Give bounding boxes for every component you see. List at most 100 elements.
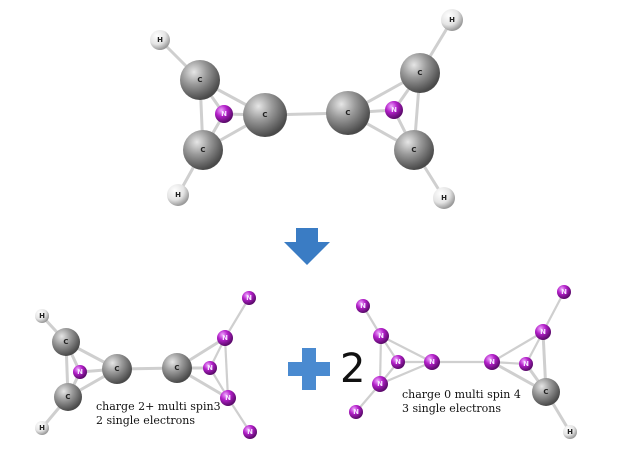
product1-carbon-sphere (52, 328, 80, 356)
product2-nitrogen-atom: N (519, 357, 533, 371)
product1-carbon-label: C (174, 364, 179, 372)
product1-hydrogen-sphere (35, 421, 49, 435)
reactant-hydrogen-sphere (167, 184, 189, 206)
reactant-carbon-sphere (394, 130, 434, 170)
product1-nitrogen-atom: N (242, 291, 256, 305)
reactant-carbon-atom: C (326, 91, 370, 135)
product2-hydrogen-label: H (567, 428, 573, 436)
product2-nitrogen-sphere (424, 354, 440, 370)
product1-carbon-atom: C (162, 353, 192, 383)
product1-carbon-atom: C (54, 383, 82, 411)
product2-nitrogen-label: N (561, 288, 567, 296)
product1-nitrogen-sphere (203, 361, 217, 375)
stoichiometric-coefficient: 2 (340, 346, 365, 392)
product2-nitrogen-atom: N (424, 354, 440, 370)
product2-nitrogen-sphere (535, 324, 551, 340)
product1-nitrogen-atom: N (217, 330, 233, 346)
product2-nitrogen-label: N (540, 328, 546, 336)
product2-nitrogen-label: N (395, 358, 401, 366)
reactant-hydrogen-sphere (441, 9, 463, 31)
reactant-nitrogen-label: N (221, 110, 227, 118)
product1-carbon-atom: C (52, 328, 80, 356)
reactant-nitrogen-sphere (385, 101, 403, 119)
product2-hydrogen-sphere (563, 425, 577, 439)
product2-nitrogen-sphere (391, 355, 405, 369)
reactant-carbon-atom: C (183, 130, 223, 170)
product2-nitrogen-atom: N (349, 405, 363, 419)
product2-note-line2: 3 single electrons (402, 402, 501, 415)
product2-nitrogen-label: N (353, 408, 359, 416)
reactant-carbon-label: C (417, 69, 422, 77)
product2-bond (378, 360, 434, 386)
product1-hydrogen-sphere (35, 309, 49, 323)
product1-carbon-sphere (54, 383, 82, 411)
reactant-carbon-sphere (180, 60, 220, 100)
reactant-hydrogen-label: H (441, 194, 447, 202)
reactant-carbon-atom: C (243, 93, 287, 137)
reactant-nitrogen-label: N (391, 106, 397, 114)
reactant-carbon-label: C (345, 109, 350, 117)
product2-nitrogen-atom: N (372, 376, 388, 392)
reactant-carbon-atom: C (394, 130, 434, 170)
product2-nitrogen-label: N (360, 302, 366, 310)
product2-nitrogen-sphere (519, 357, 533, 371)
reactant-hydrogen-label: H (157, 36, 163, 44)
product1-hydrogen-atom: H (35, 421, 49, 435)
product2-nitrogen-sphere (349, 405, 363, 419)
reactant-carbon-label: C (411, 146, 416, 154)
product1-nitrogen-sphere (217, 330, 233, 346)
product1-nitrogen-label: N (222, 334, 228, 342)
product1-nitrogen-sphere (242, 291, 256, 305)
product2-nitrogen-label: N (523, 360, 529, 368)
product1-nitrogen-atom: N (220, 390, 236, 406)
product2-nitrogen-sphere (484, 354, 500, 370)
product2-bond (378, 334, 383, 386)
product2-nitrogen-atom: N (356, 299, 370, 313)
reactant-carbon-atom: C (180, 60, 220, 100)
product2-bond (490, 330, 545, 364)
product2-nitrogen-sphere (373, 328, 389, 344)
product2-nitrogen-atom: N (535, 324, 551, 340)
product1-nitrogen-sphere (73, 365, 87, 379)
product2-carbon-atom: C (532, 378, 560, 406)
product1-note-line1: charge 2+ multi spin3 (96, 400, 221, 413)
reactant-nitrogen-sphere (215, 105, 233, 123)
reactant-carbon-sphere (243, 93, 287, 137)
product1-carbon-label: C (114, 365, 119, 373)
product2-carbon-sphere (532, 378, 560, 406)
reactant-hydrogen-atom: H (441, 9, 463, 31)
reaction-arrow (284, 228, 330, 265)
reactant-hydrogen-atom: H (167, 184, 189, 206)
product2-nitrogen-sphere (557, 285, 571, 299)
product1-carbon-label: C (63, 338, 68, 346)
reactant-carbon-sphere (326, 91, 370, 135)
product1-nitrogen-atom: N (203, 361, 217, 375)
reactant-carbon-label: C (200, 146, 205, 154)
reactant-carbon-label: C (262, 111, 267, 119)
product2-nitrogen-atom: N (373, 328, 389, 344)
product1-nitrogen-sphere (220, 390, 236, 406)
product1-nitrogen-label: N (77, 368, 83, 376)
product1-hydrogen-atom: H (35, 309, 49, 323)
product2-nitrogen-sphere (356, 299, 370, 313)
product1-nitrogen-label: N (247, 428, 253, 436)
product2-nitrogen-label: N (489, 358, 495, 366)
reactant-carbon-sphere (183, 130, 223, 170)
reactant-carbon-sphere (400, 53, 440, 93)
product1-carbon-sphere (102, 354, 132, 384)
reactant-nitrogen-atom: N (385, 101, 403, 119)
reactant-carbon-atom: C (400, 53, 440, 93)
reactant-carbon-label: C (197, 76, 202, 84)
product2-nitrogen-atom: N (484, 354, 500, 370)
product2-nitrogen-atom: N (391, 355, 405, 369)
product1-nitrogen-atom: N (73, 365, 87, 379)
product2-nitrogen-atom: N (557, 285, 571, 299)
product1-bond (223, 336, 230, 400)
product2-note-line1: charge 0 multi spin 4 (402, 388, 521, 401)
plus-sign (288, 348, 330, 390)
product2-hydrogen-atom: H (563, 425, 577, 439)
reactant-hydrogen-atom: H (433, 187, 455, 209)
product1-nitrogen-atom: N (243, 425, 257, 439)
